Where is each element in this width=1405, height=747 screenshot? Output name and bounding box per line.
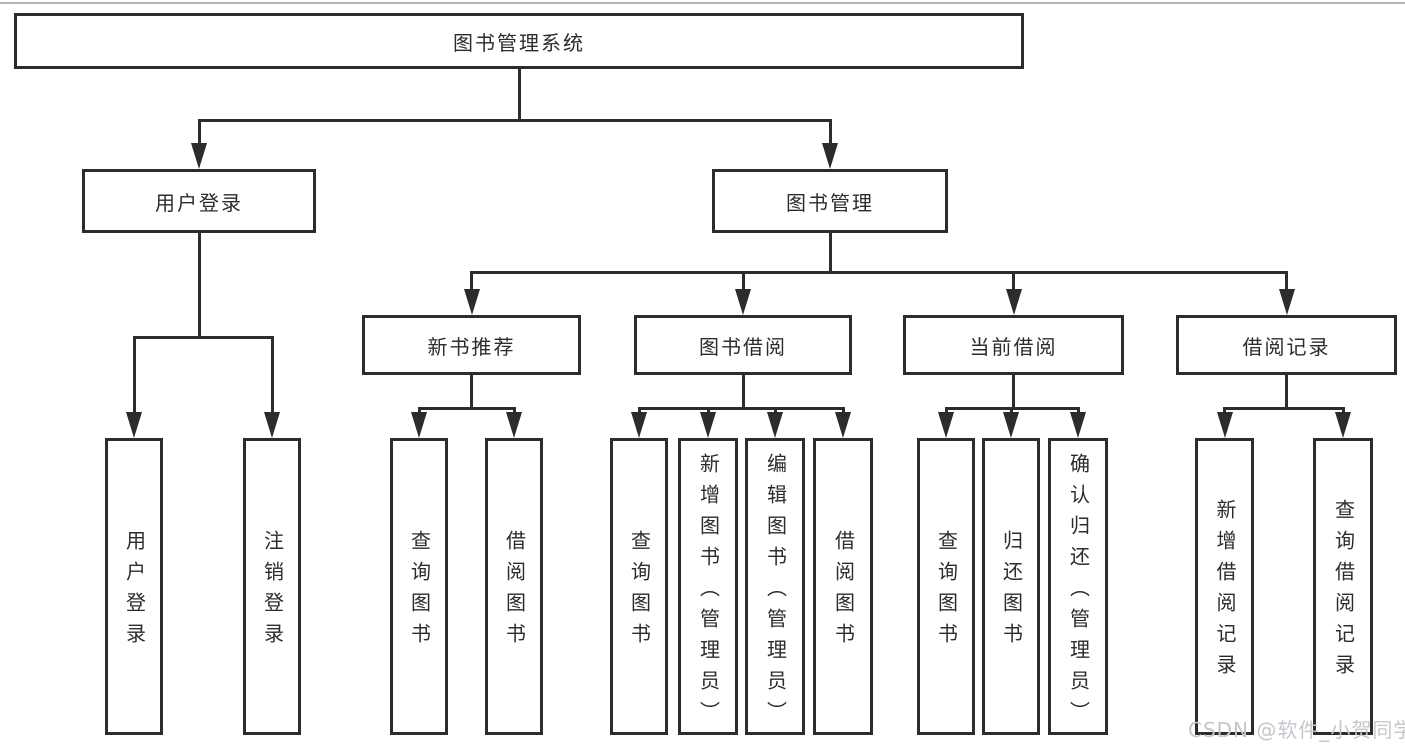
node-query-books-borrowing: 查询图书: [610, 438, 668, 735]
edge-bus-book-borrowing: [637, 407, 845, 410]
node-label-root: 图书管理系统: [453, 30, 585, 55]
node-label-query-books-recommend: 查询图书: [407, 530, 432, 654]
arrow-down-icon-user-login: [191, 143, 207, 169]
edge-stem-to-user-login-op: [132, 336, 136, 418]
arrow-down-icon-logout-op: [264, 412, 280, 438]
edge-stem-borrowing-records: [1285, 375, 1288, 410]
node-label-add-borrow-record: 新增借阅记录: [1213, 499, 1237, 685]
node-add-borrow-record: 新增借阅记录: [1195, 438, 1254, 735]
node-root: 图书管理系统: [14, 13, 1024, 69]
node-book-borrowing: 图书借阅: [634, 315, 852, 375]
node-new-book-recommend: 新书推荐: [362, 315, 581, 375]
edge-stem-root: [517, 69, 521, 122]
edge-stem-to-new-book-recommend: [470, 271, 473, 295]
edge-stem-book-borrowing: [741, 375, 745, 410]
top-border-line: [0, 2, 1405, 4]
edge-stem-new-book-recommend: [470, 375, 473, 410]
arrow-down-icon-borrow-books-borrowing: [835, 412, 851, 438]
edge-stem-to-current-borrowing: [1012, 271, 1015, 295]
edge-stem-to-book-borrowing: [741, 271, 745, 295]
node-label-add-books-admin: 新增图书（管理员）: [696, 452, 721, 732]
node-borrowing-records: 借阅记录: [1176, 315, 1397, 375]
arrow-down-icon-query-books-recommend: [411, 412, 427, 438]
edge-stem-current-borrowing: [1012, 375, 1015, 410]
node-borrow-books-borrowing: 借阅图书: [813, 438, 873, 735]
arrow-down-icon-query-books-borrowing: [631, 412, 647, 438]
edge-stem-to-logout-op: [270, 336, 274, 418]
edge-bus-book-management: [470, 271, 1288, 274]
arrow-down-icon-add-books-admin: [700, 412, 716, 438]
arrow-down-icon-book-borrowing: [735, 289, 751, 315]
node-label-user-login-op: 用户登录: [122, 530, 147, 654]
arrow-down-icon-book-management: [822, 143, 838, 169]
node-query-books-recommend: 查询图书: [390, 438, 448, 735]
node-query-borrow-record: 查询借阅记录: [1313, 438, 1373, 735]
arrow-down-icon-edit-books-admin: [767, 412, 783, 438]
arrow-down-icon-query-books-current: [938, 412, 954, 438]
edge-bus-new-book-recommend: [417, 407, 516, 410]
node-label-book-management: 图书管理: [786, 190, 874, 215]
arrow-down-icon-current-borrowing: [1005, 289, 1022, 315]
arrow-down-icon-borrowing-records: [1278, 289, 1295, 315]
node-logout-op: 注销登录: [243, 438, 301, 735]
edge-stem-book-management: [828, 233, 832, 274]
arrow-down-icon-borrow-books-recommend: [506, 412, 522, 438]
node-label-borrow-books-recommend: 借阅图书: [502, 530, 527, 654]
node-label-new-book-recommend: 新书推荐: [427, 334, 516, 359]
node-label-return-books: 归还图书: [999, 530, 1024, 654]
node-borrow-books-recommend: 借阅图书: [485, 438, 543, 735]
node-label-borrow-books-borrowing: 借阅图书: [831, 530, 856, 654]
csdn-watermark: CSDN @软件_小贺同学: [1188, 718, 1405, 742]
node-label-borrowing-records: 借阅记录: [1242, 334, 1331, 359]
edge-stem-to-user-login: [197, 119, 201, 149]
edge-stem-to-borrowing-records: [1285, 271, 1288, 295]
node-current-borrowing: 当前借阅: [903, 315, 1124, 375]
node-edit-books-admin: 编辑图书（管理员）: [745, 438, 805, 735]
node-label-query-borrow-record: 查询借阅记录: [1331, 499, 1356, 685]
node-user-login-op: 用户登录: [105, 438, 163, 735]
node-add-books-admin: 新增图书（管理员）: [678, 438, 738, 735]
node-label-edit-books-admin: 编辑图书（管理员）: [763, 452, 788, 732]
node-query-books-current: 查询图书: [917, 438, 975, 735]
node-label-query-books-borrowing: 查询图书: [627, 530, 652, 654]
edge-bus-root: [197, 119, 832, 122]
node-label-query-books-current: 查询图书: [934, 530, 959, 654]
arrow-down-icon-user-login-op: [126, 412, 142, 438]
node-return-books: 归还图书: [982, 438, 1040, 735]
arrow-down-icon-query-borrow-record: [1335, 412, 1351, 438]
node-label-book-borrowing: 图书借阅: [699, 334, 787, 359]
edge-stem-user-login: [197, 233, 201, 339]
node-label-user-login: 用户登录: [155, 190, 243, 215]
edge-stem-to-book-management: [828, 119, 832, 149]
node-label-logout-op: 注销登录: [260, 530, 285, 654]
arrow-down-icon-new-book-recommend: [463, 289, 480, 315]
arrow-down-icon-confirm-return-admin: [1070, 412, 1086, 438]
edge-bus-user-login: [132, 336, 274, 339]
arrow-down-icon-add-borrow-record: [1216, 412, 1233, 438]
node-confirm-return-admin: 确认归还（管理员）: [1048, 438, 1108, 735]
node-label-current-borrowing: 当前借阅: [969, 334, 1058, 359]
node-user-login: 用户登录: [82, 169, 316, 233]
arrow-down-icon-return-books: [1003, 412, 1019, 438]
edge-bus-borrowing-records: [1223, 407, 1345, 410]
node-label-confirm-return-admin: 确认归还（管理员）: [1066, 452, 1091, 732]
node-book-management: 图书管理: [712, 169, 948, 233]
